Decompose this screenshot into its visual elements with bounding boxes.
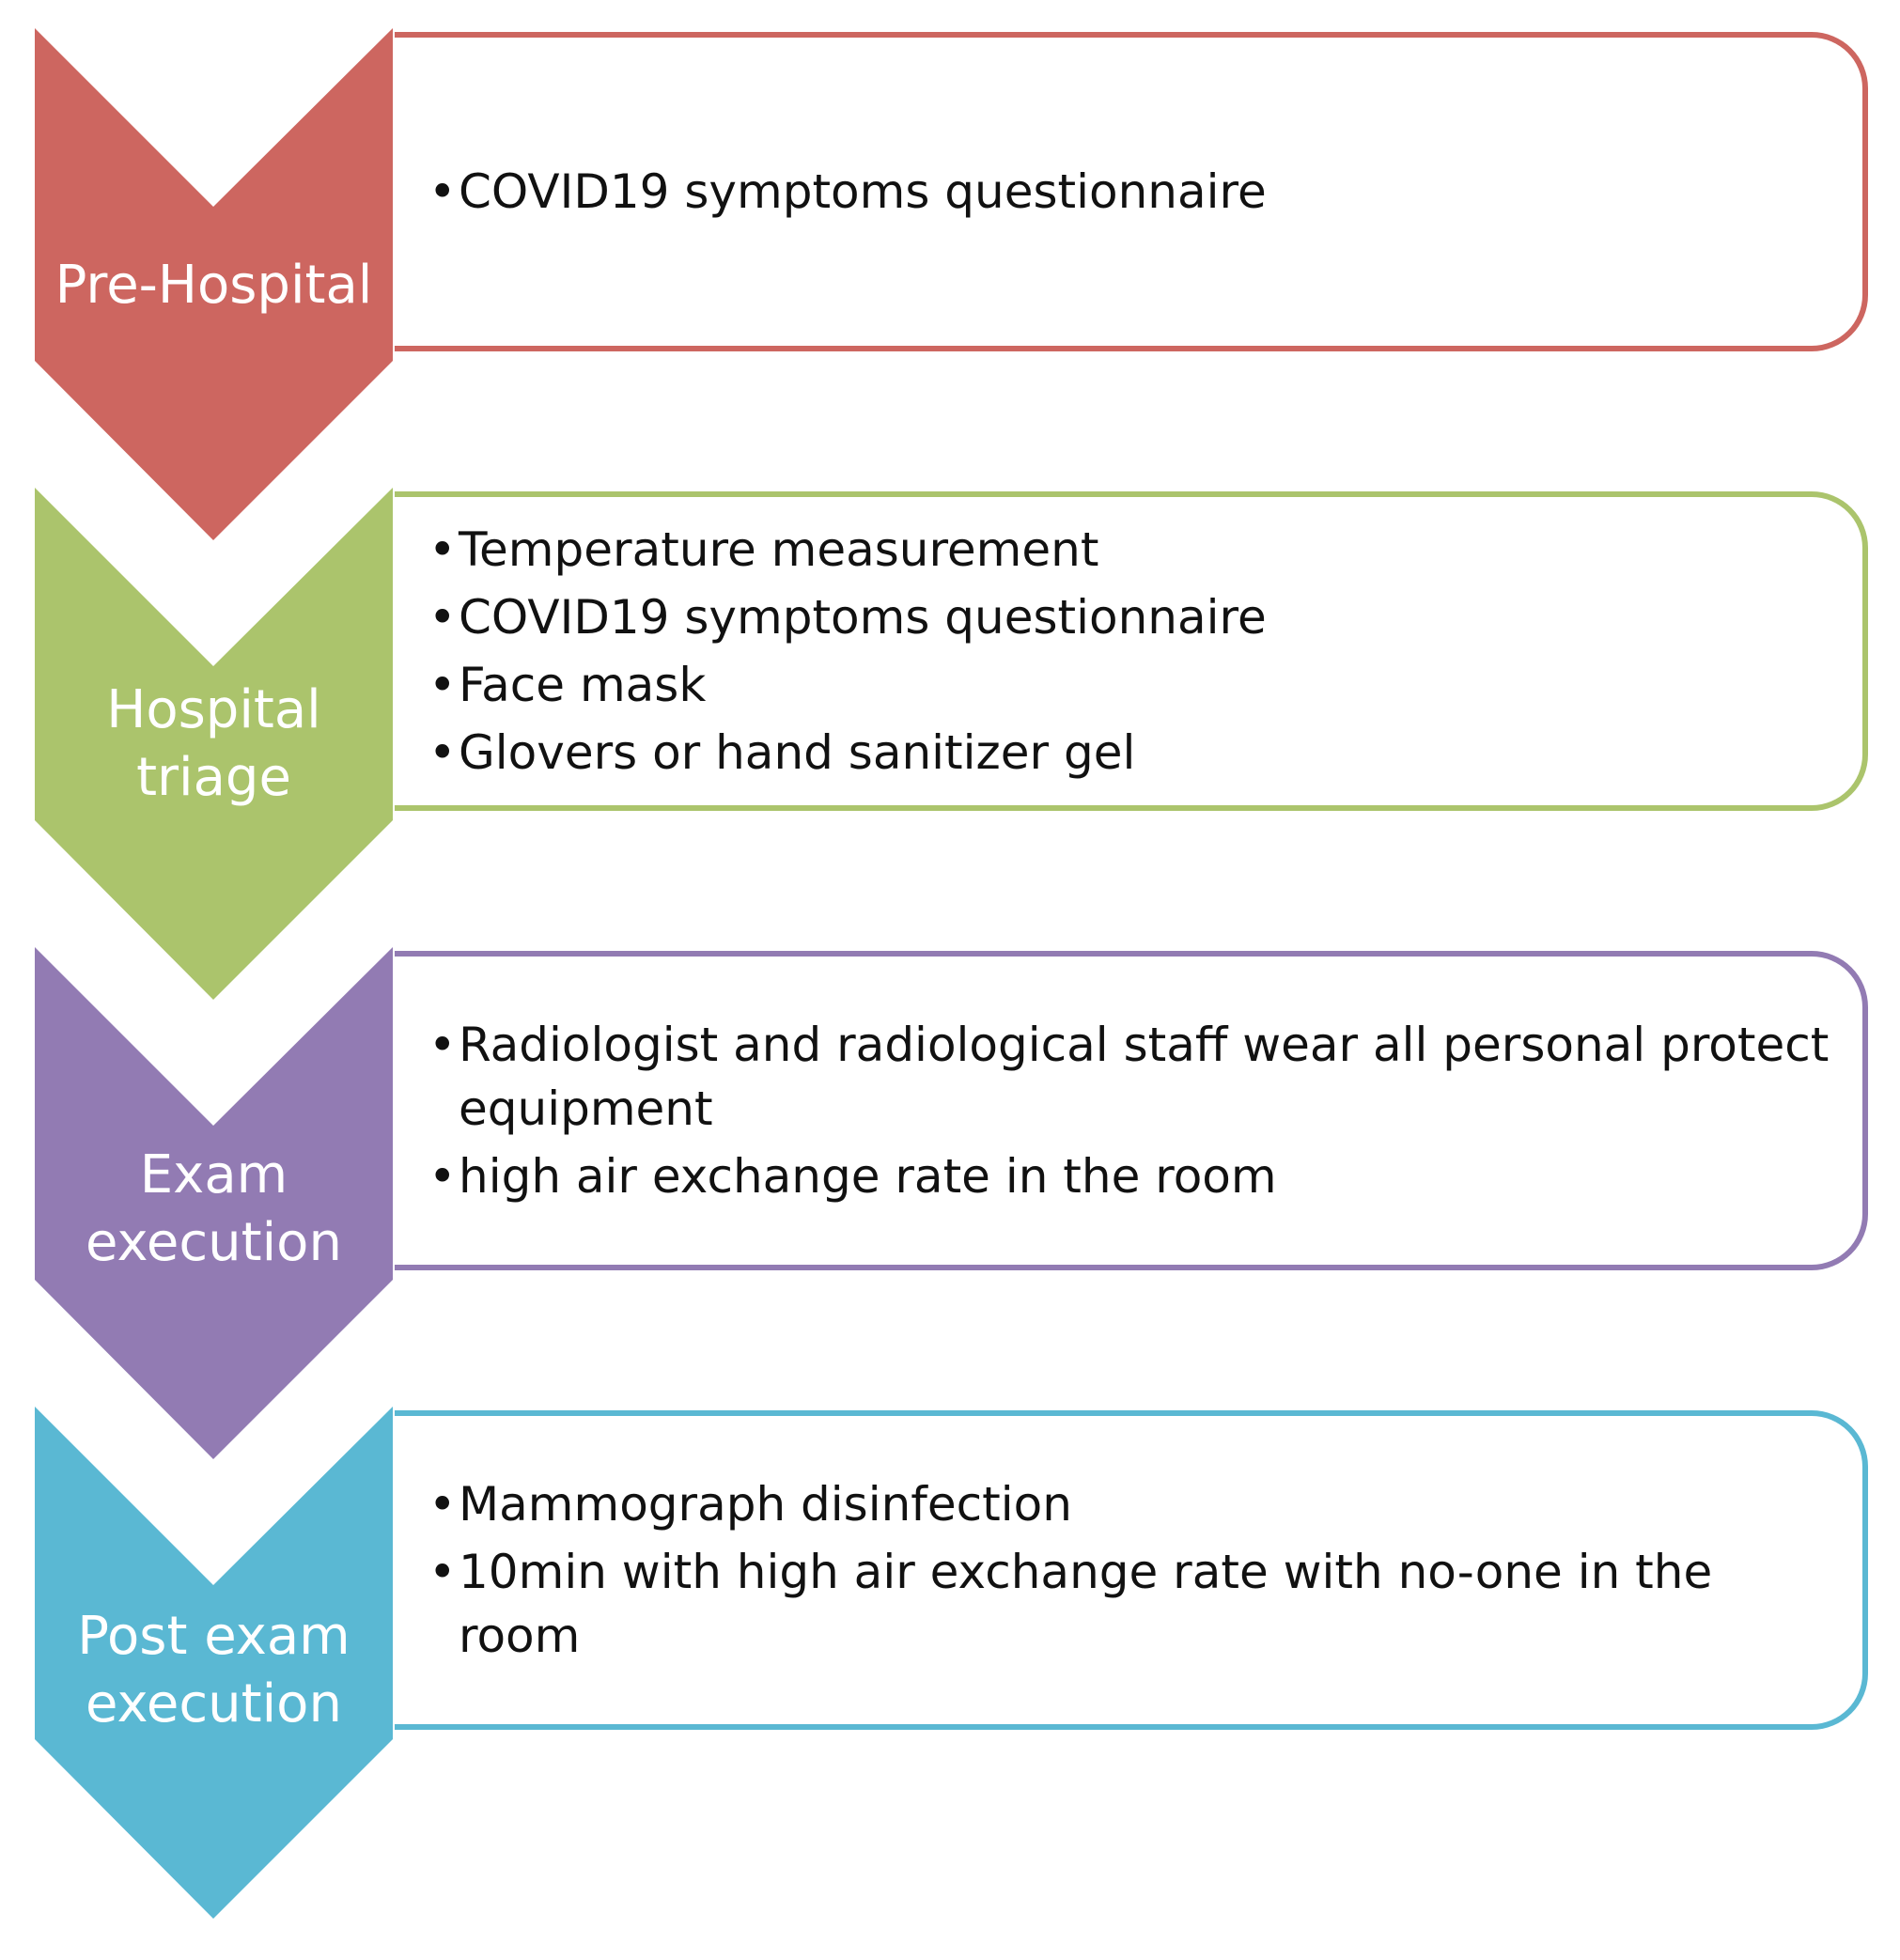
chevron-exam-execution bbox=[35, 947, 393, 1459]
stage-item: Glovers or hand sanitizer gel bbox=[428, 721, 1267, 785]
stage-items: Mammograph disinfection 10min with high … bbox=[395, 1469, 1862, 1672]
chevron-shape bbox=[35, 28, 393, 540]
stage-item: 10min with high air exchange rate with n… bbox=[428, 1540, 1834, 1668]
chevron-shape bbox=[35, 488, 393, 1000]
stage-item: high air exchange rate in the room bbox=[428, 1144, 1834, 1208]
stage-item: Face mask bbox=[428, 653, 1267, 717]
stage-label-line: Exam bbox=[139, 1144, 288, 1206]
stage-box-hospital-triage: Temperature measurement COVID19 symptoms… bbox=[395, 491, 1868, 811]
stage-box-pre-hospital: COVID19 symptoms questionnaire bbox=[395, 32, 1868, 351]
stage-label-line: Pre-Hospital bbox=[55, 255, 373, 316]
stage-label-line: triage bbox=[136, 747, 291, 808]
stage-box-exam-execution: Radiologist and radiological staff wear … bbox=[395, 951, 1868, 1270]
stage-item: COVID19 symptoms questionnaire bbox=[428, 585, 1267, 649]
stage-label-line: Hospital bbox=[106, 679, 321, 740]
chevron-shape bbox=[35, 947, 393, 1459]
stage-label-exam-execution: Exam execution bbox=[35, 1142, 393, 1277]
stage-item: Mammograph disinfection bbox=[428, 1472, 1834, 1536]
chevron-shape bbox=[35, 1407, 393, 1919]
stage-item: Radiologist and radiological staff wear … bbox=[428, 1013, 1834, 1141]
stage-box-post-exam-execution: Mammograph disinfection 10min with high … bbox=[395, 1410, 1868, 1730]
stage-items: COVID19 symptoms questionnaire bbox=[395, 156, 1295, 227]
stage-item: COVID19 symptoms questionnaire bbox=[428, 160, 1267, 224]
stage-label-line: execution bbox=[86, 1673, 342, 1734]
stage-label-line: Post exam bbox=[77, 1606, 350, 1667]
chevron-pre-hospital bbox=[35, 28, 393, 540]
stage-label-pre-hospital: Pre-Hospital bbox=[35, 252, 393, 319]
stage-label-hospital-triage: Hospital triage bbox=[35, 677, 393, 812]
chevron-post-exam-execution bbox=[35, 1407, 393, 1919]
stage-items: Radiologist and radiological staff wear … bbox=[395, 1009, 1862, 1212]
stage-label-line: execution bbox=[86, 1212, 342, 1273]
stage-items: Temperature measurement COVID19 symptoms… bbox=[395, 514, 1295, 788]
stage-label-post-exam-execution: Post exam execution bbox=[35, 1603, 393, 1738]
chevron-hospital-triage bbox=[35, 488, 393, 1000]
stage-item: Temperature measurement bbox=[428, 518, 1267, 582]
